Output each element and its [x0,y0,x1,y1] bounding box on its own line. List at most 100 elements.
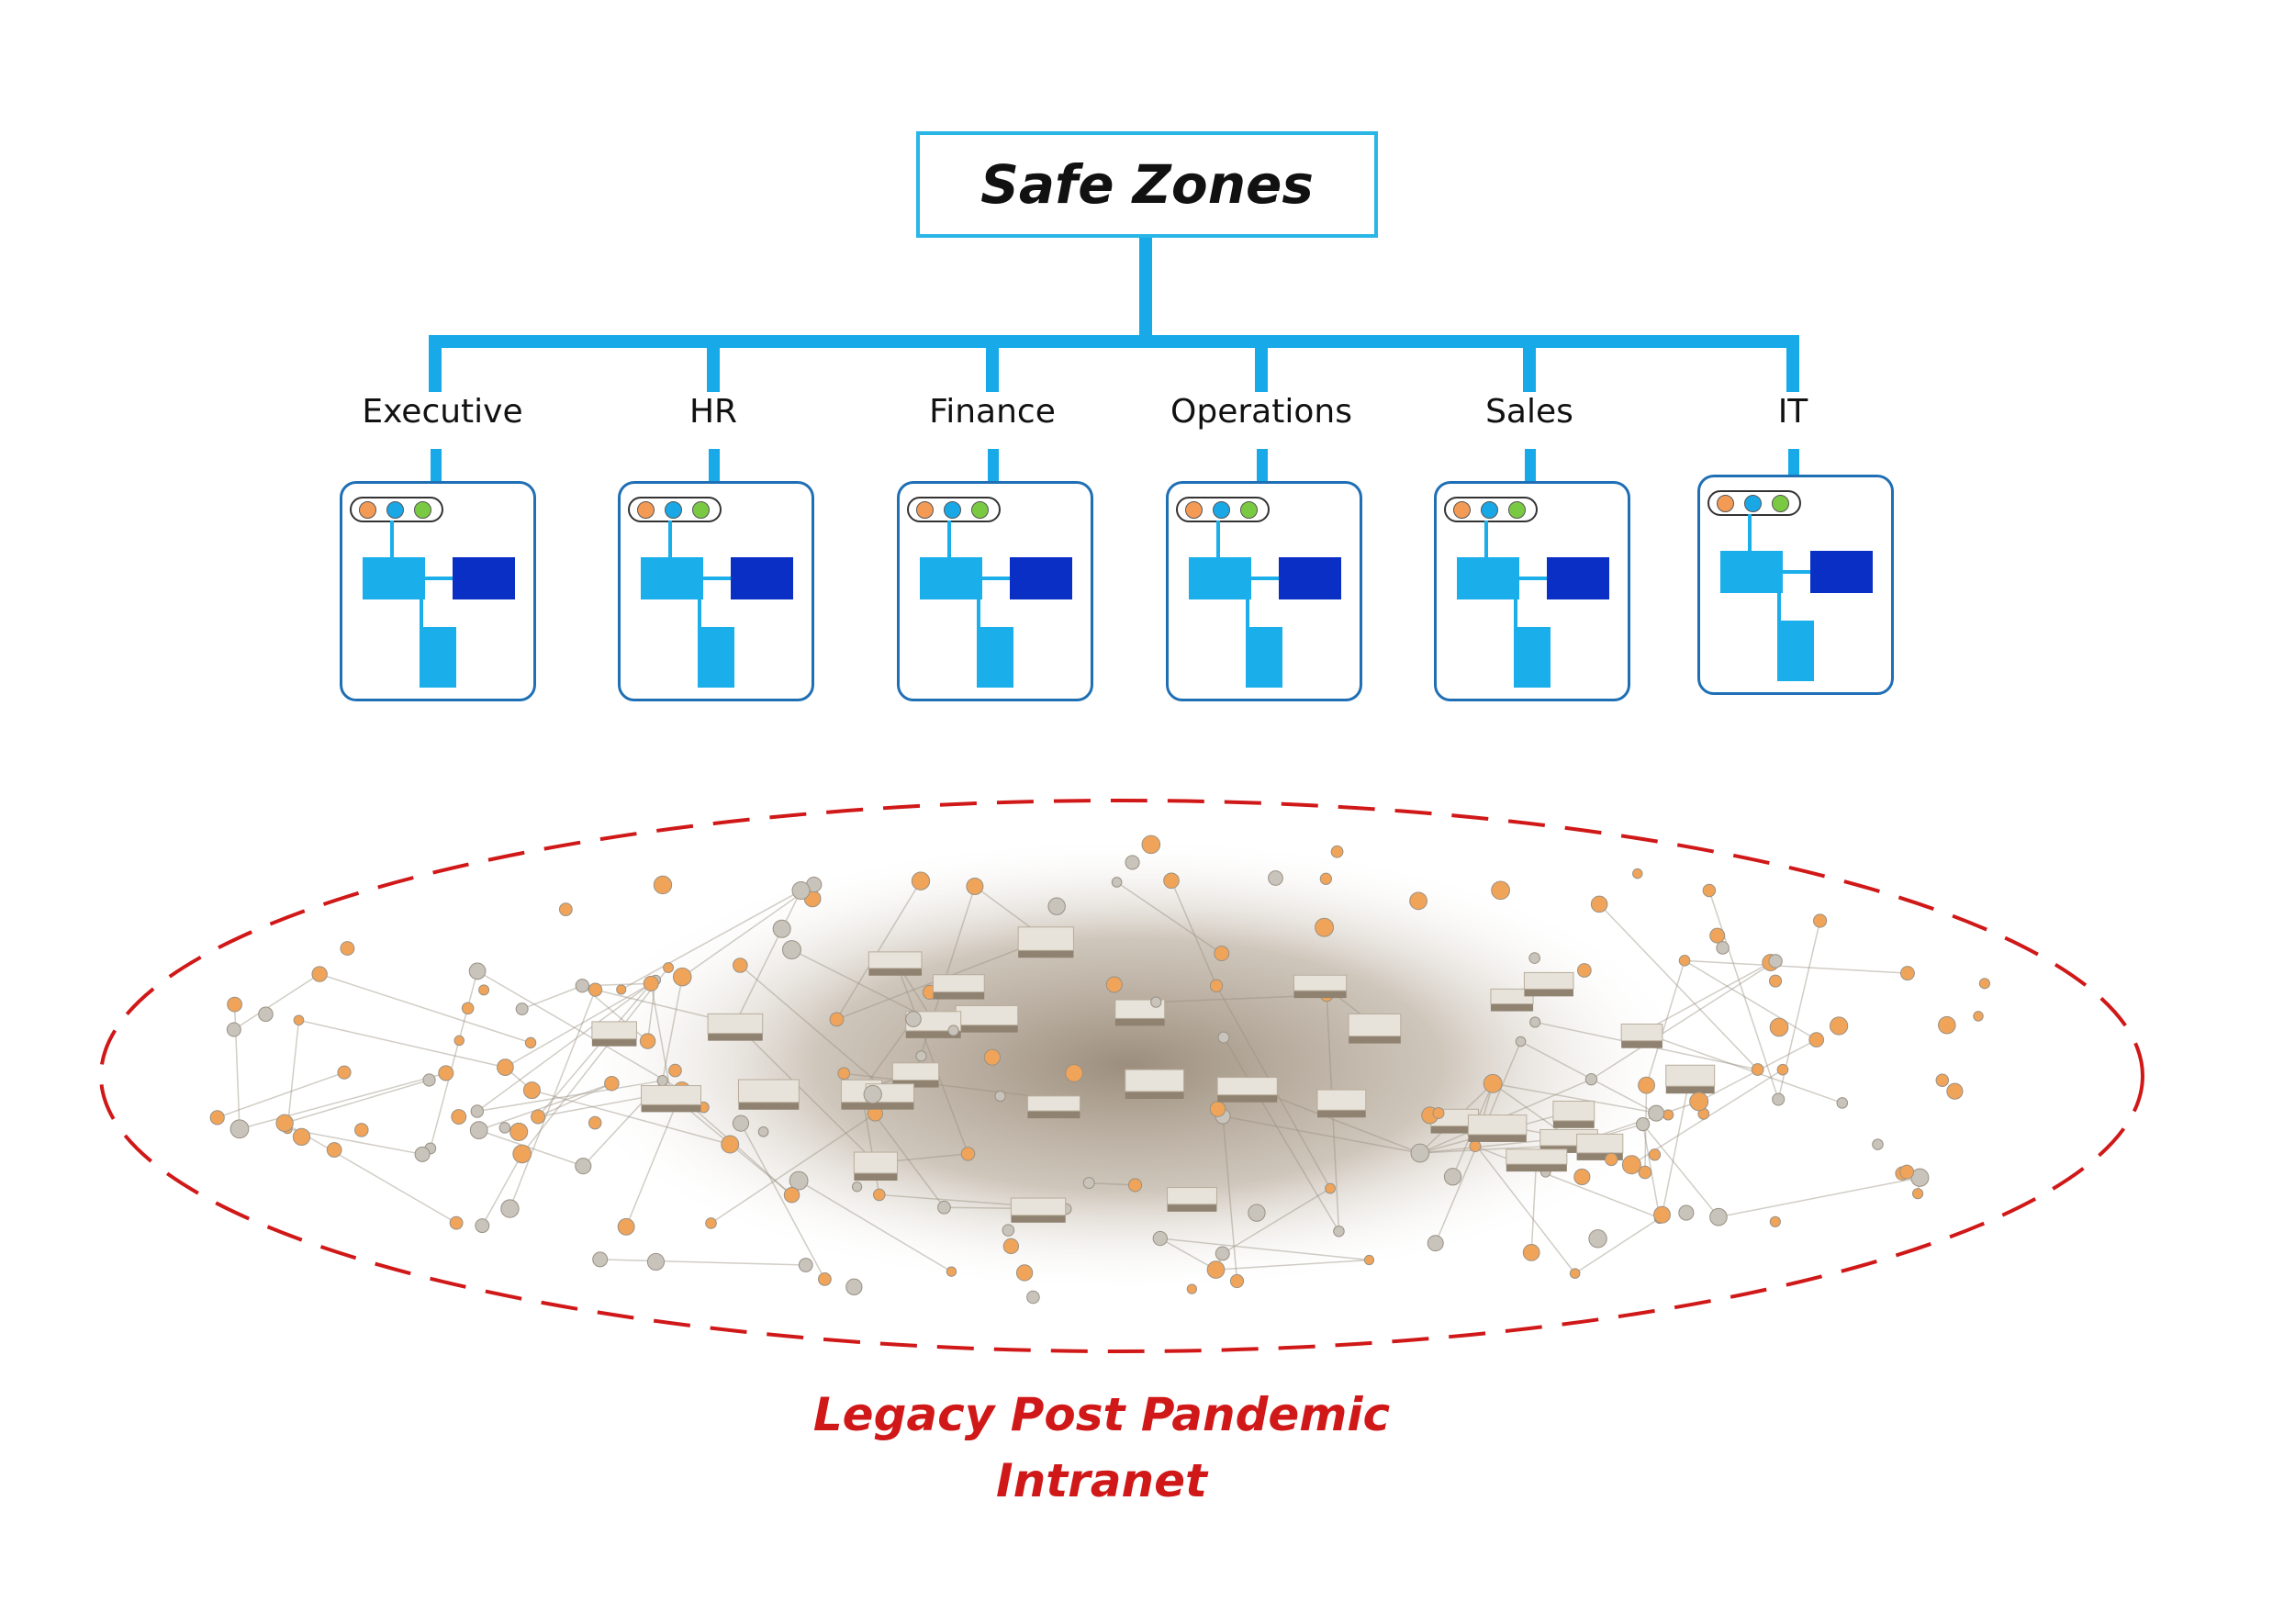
network-node [1215,1246,1230,1261]
network-link [478,1129,584,1167]
network-node [1648,1148,1662,1161]
blue-dot-icon [1481,501,1498,519]
network-link [1530,1156,1538,1253]
green-dot-icon [692,501,710,519]
branch-connector-hr [707,335,720,392]
dept-label-sales: Sales [1485,393,1573,431]
network-node [1209,979,1224,992]
network-link [835,880,922,1020]
zone-card-hr [618,481,814,701]
network-link [1159,1238,1370,1261]
network-node [639,1033,656,1049]
network-node [646,1252,666,1271]
network-node [1515,1036,1527,1047]
network-link [1223,1036,1340,1232]
network-node [604,1075,620,1092]
network-link [681,883,815,978]
network-link [430,970,478,1149]
network-node [1015,1264,1034,1282]
network-link [509,989,597,1209]
network-link [532,1089,731,1146]
green-dot-icon [1772,495,1789,512]
page-title: Safe Zones [980,153,1314,216]
network-link [476,1080,663,1113]
network-node [275,1114,294,1133]
network-node [1528,952,1540,964]
network-node [500,1199,520,1218]
network-link [894,959,969,1155]
branch-connector-finance [986,335,999,392]
network-node [1678,955,1691,967]
network-link [1718,1177,1920,1218]
network-node [1002,1238,1020,1255]
network-haze [560,835,1698,1294]
network-node [1127,1178,1143,1193]
network-link [1222,1187,1331,1255]
branch-connector-it [1786,335,1799,392]
network-link [217,1071,345,1119]
network-node [1653,1205,1671,1224]
network-node [1751,1063,1764,1076]
network-node [1808,1032,1825,1047]
network-link [650,983,672,1096]
network-node [798,1258,813,1272]
network-node [230,1119,250,1139]
orange-dot-icon [637,501,655,519]
traffic-light-dots-icon [350,497,443,522]
network-link [319,973,532,1044]
network-node [616,984,627,995]
network-node [1590,895,1608,913]
network-node [575,979,589,993]
network-node [1912,1188,1924,1200]
network-node [588,982,603,997]
network-node [1638,1165,1652,1180]
dept-label-executive: Executive [362,393,523,431]
network-link [1492,1082,1570,1138]
server-block-node [868,951,923,976]
server-block-node [1665,1064,1716,1094]
network-node [915,1050,927,1062]
blue-dot-icon [665,501,682,519]
server-block-node [1216,1077,1278,1103]
branch-connector-executive [429,335,442,392]
network-link [1215,1259,1370,1271]
server-block-node [1506,1148,1568,1172]
network-node [1111,877,1123,888]
legacy-label-line1: Legacy Post Pandemic [812,1388,1391,1441]
network-node [1702,883,1717,898]
network-node [732,1114,750,1132]
network-node [911,871,931,890]
network-node [588,1115,602,1130]
server-block-node [737,1079,800,1110]
network-node [1333,1225,1345,1238]
dept-label-hr: HR [688,393,738,431]
network-node [227,996,242,1013]
traffic-light-dots-icon [1707,490,1801,516]
network-link [476,970,683,1092]
network-link [740,1123,826,1280]
network-node [1709,1207,1728,1226]
network-node [1141,834,1161,855]
network-node [453,1035,465,1047]
blue-dot-icon [1213,501,1230,519]
network-link [286,1020,300,1129]
network-node [653,875,673,895]
network-node [1632,868,1643,879]
network-node [258,1006,274,1023]
network-node [1938,1015,1956,1035]
network-node [1772,1092,1786,1106]
network-link [625,1090,683,1227]
network-node [1047,897,1066,915]
card-stub-executive [431,449,442,482]
network-node [983,1048,1001,1066]
green-dot-icon [1508,501,1526,519]
network-node [558,902,573,917]
network-node [1483,1073,1503,1093]
network-link [599,1259,806,1266]
network-node [1325,1182,1336,1194]
network-node [1662,1109,1674,1121]
server-block-node [1125,1069,1185,1099]
network-link [621,890,801,991]
network-node [1621,1155,1641,1175]
